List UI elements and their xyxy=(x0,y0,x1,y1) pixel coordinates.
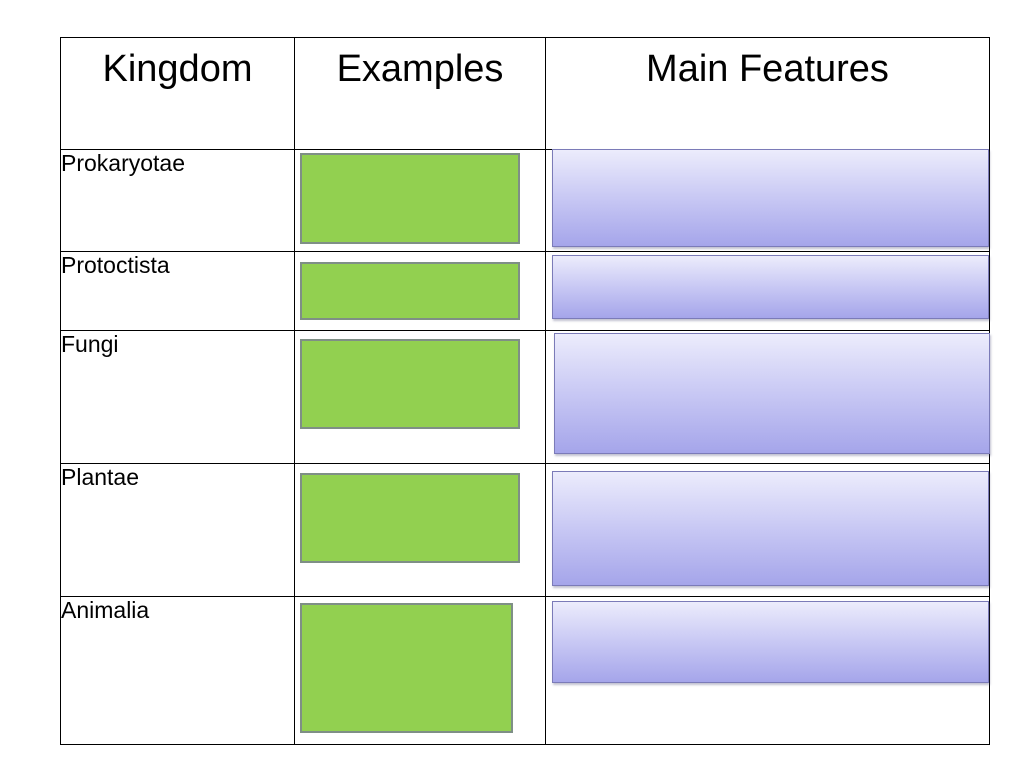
kingdom-cell: Fungi xyxy=(60,330,295,464)
header-main-features: Main Features xyxy=(545,37,990,150)
features-cover-prokaryotae[interactable] xyxy=(552,149,989,247)
kingdom-cell: Protoctista xyxy=(60,251,295,331)
kingdom-cell: Animalia xyxy=(60,596,295,745)
features-cover-plantae[interactable] xyxy=(552,471,989,586)
features-cover-protoctista[interactable] xyxy=(552,255,989,319)
features-cover-animalia[interactable] xyxy=(552,601,989,683)
table-header-row: Kingdom Examples Main Features xyxy=(60,37,990,150)
examples-cover-animalia[interactable] xyxy=(300,603,513,733)
features-cover-fungi[interactable] xyxy=(554,333,990,454)
kingdom-cell: Prokaryotae xyxy=(60,149,295,252)
kingdom-cell: Plantae xyxy=(60,463,295,597)
examples-cover-protoctista[interactable] xyxy=(300,262,520,320)
header-examples: Examples xyxy=(294,37,546,150)
header-kingdom: Kingdom xyxy=(60,37,295,150)
examples-cover-prokaryotae[interactable] xyxy=(300,153,520,244)
examples-cover-fungi[interactable] xyxy=(300,339,520,429)
examples-cover-plantae[interactable] xyxy=(300,473,520,563)
